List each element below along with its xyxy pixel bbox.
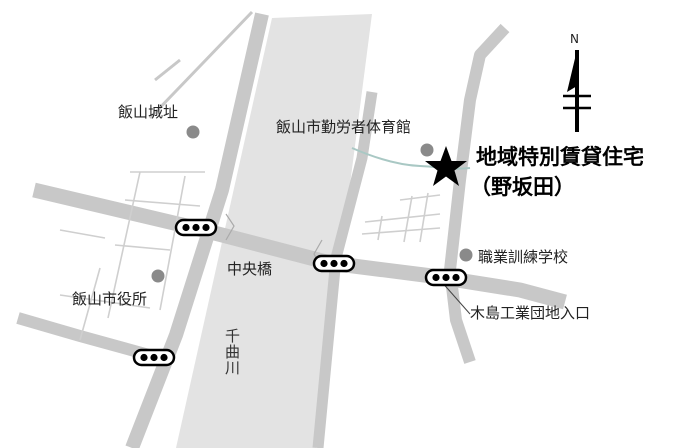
poi-dot-icon — [459, 248, 473, 262]
traffic-signal-icon — [174, 218, 218, 237]
label-river: 千曲川 — [223, 328, 241, 376]
star-icon — [425, 146, 467, 186]
poi-dot-icon — [420, 143, 434, 157]
north-label: N — [570, 32, 579, 46]
road-upper-left-short — [154, 58, 181, 82]
poi-dot-icon — [186, 125, 200, 139]
town-grid-west — [59, 171, 205, 341]
traffic-signal-icon — [132, 348, 176, 367]
label-industrial: 木島工業団地入口 — [470, 304, 591, 322]
target-subname: （野坂田） — [470, 175, 575, 199]
road-west-main — [125, 12, 269, 448]
traffic-signal-icon — [424, 268, 468, 287]
road-lower-left — [16, 312, 162, 364]
traffic-signal-icon — [312, 254, 356, 273]
poi-dot-icon — [151, 269, 165, 283]
label-gym: 飯山市勤労者体育館 — [276, 118, 412, 136]
label-castle: 飯山城址 — [118, 103, 179, 121]
label-school: 職業訓練学校 — [478, 248, 569, 266]
label-city-hall: 飯山市役所 — [72, 290, 148, 308]
road-middle — [312, 91, 378, 448]
road-upper-left-diagonal — [148, 10, 254, 120]
road-east — [444, 23, 510, 364]
label-bridge: 中央橋 — [227, 260, 273, 278]
road-east-west-main — [32, 182, 567, 310]
target-name: 地域特別賃貸住宅 — [476, 145, 644, 169]
town-grid-east — [361, 192, 441, 243]
north-arrow-icon — [563, 50, 591, 132]
